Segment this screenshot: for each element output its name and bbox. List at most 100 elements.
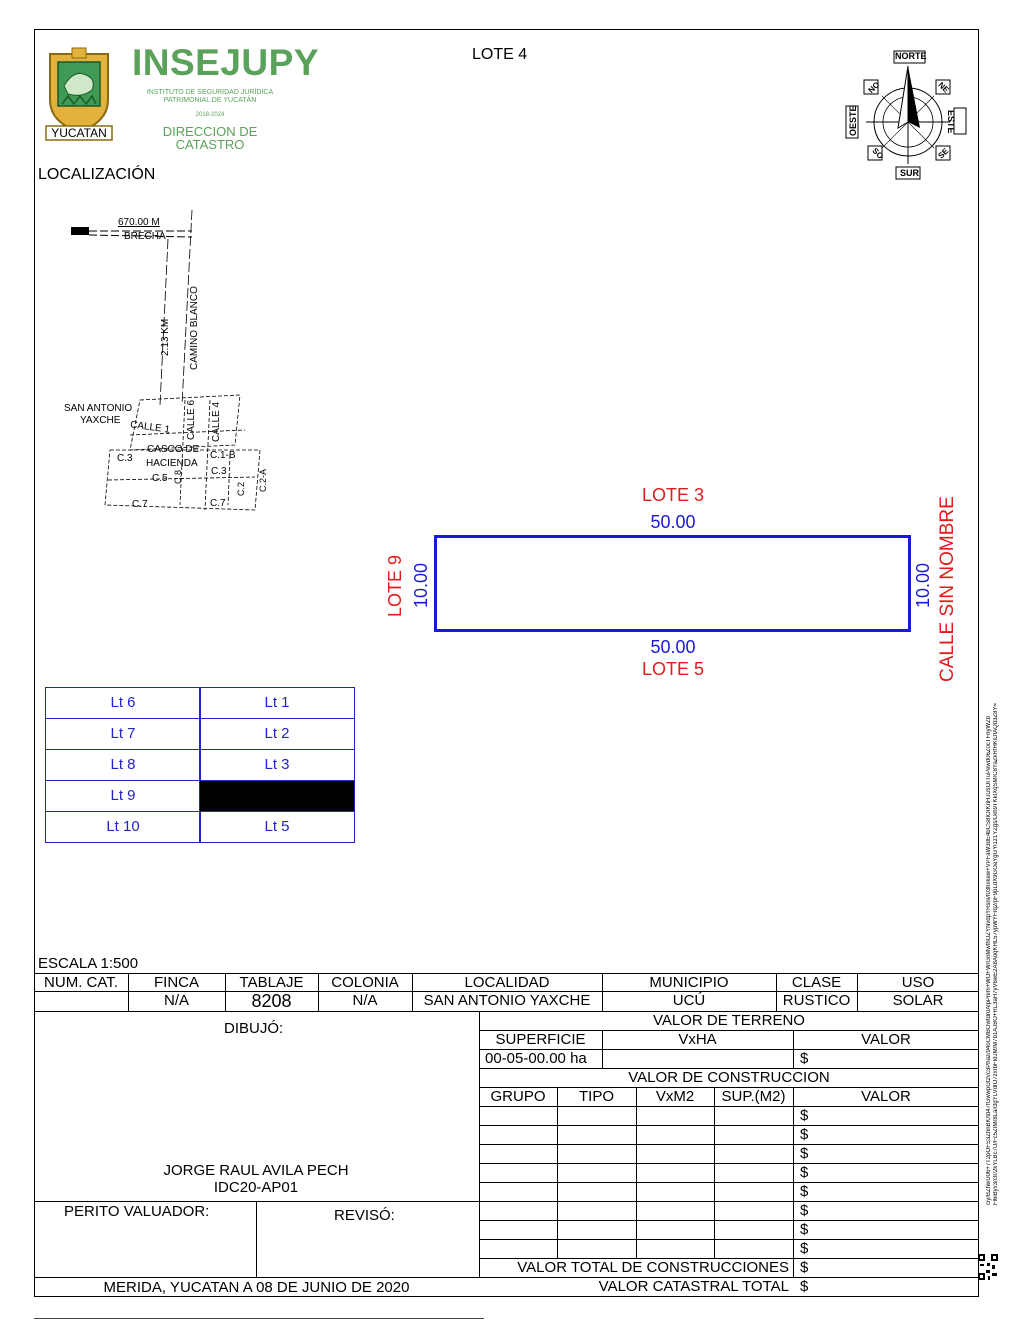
grid-cell-lt7: Lt 7 [45, 718, 201, 750]
reviso-label: REVISÓ: [334, 1207, 395, 1224]
construccion-header-grupo: GRUPO [490, 1088, 546, 1105]
info-value-uso: SOLAR [892, 992, 944, 1009]
info-header-localidad: LOCALIDAD [464, 974, 550, 991]
terreno-valor-value: $ [800, 1050, 809, 1067]
info-col-divider [128, 973, 129, 1011]
lot-west-label: LOTE 9 [385, 554, 405, 617]
grid-cell-current-lot [199, 780, 355, 812]
total-construcciones-label: VALOR TOTAL DE CONSTRUCCIONES [517, 1259, 789, 1276]
terreno-header-superficie: SUPERFICIE [495, 1031, 586, 1048]
document-frame [34, 29, 979, 1297]
total-construcciones-value: $ [800, 1259, 809, 1276]
map-c8: C.8 [173, 469, 183, 484]
info-value-municipio: UCÚ [672, 992, 706, 1009]
compass-este: ESTE [946, 110, 956, 134]
info-col-divider [857, 973, 858, 1011]
map-c7b: C.7 [210, 498, 226, 509]
dept-line-1: DIRECCION DE [162, 124, 258, 139]
info-header-tablaje: TABLAJE [239, 974, 304, 991]
map-c5: C.5 [152, 473, 168, 484]
dept-line-2: CATASTRO [175, 137, 245, 152]
terreno-col-divider [793, 1030, 794, 1068]
info-col-divider [776, 973, 777, 1011]
map-c3b: C.3 [211, 466, 227, 477]
grid-cell-lt2: Lt 2 [199, 718, 355, 750]
compass-sur: SUR [900, 168, 920, 178]
lot-top-length: 50.00 [650, 512, 696, 532]
map-c2a: C.2-A [258, 468, 268, 492]
map-casco-2: HACIENDA [146, 458, 198, 469]
escala-label: ESCALA 1:500 [38, 955, 139, 972]
construccion-row-border [479, 1239, 979, 1240]
perito-divider [256, 1201, 257, 1277]
qr-code-icon [978, 1254, 998, 1280]
info-col-divider [318, 973, 319, 1011]
compass-rose-icon [842, 50, 972, 182]
terreno-row-border [479, 1049, 979, 1050]
info-table-mid-border [34, 991, 979, 992]
valor-catastral-value: $ [800, 1278, 809, 1295]
yucatan-seal-icon [44, 46, 114, 142]
brand-name: INSEJUPY [132, 42, 320, 83]
map-dist-2: 2.13 KM [160, 318, 171, 356]
map-calle-6: CALLE 6 [186, 399, 197, 440]
info-header-colonia: COLONIA [331, 974, 399, 991]
construccion-valor-cell: $ [800, 1145, 809, 1162]
construccion-col-divider [714, 1087, 715, 1258]
map-dist-1: 670.00 M [118, 217, 160, 228]
construccion-col-divider [636, 1087, 637, 1258]
grid-cell-lt3: Lt 3 [199, 749, 355, 781]
terreno-header-vxha: VxHA [678, 1031, 717, 1048]
terreno-row-border [479, 1030, 979, 1031]
map-calle-4: CALLE 4 [211, 401, 222, 442]
lot-north-label: LOTE 3 [641, 485, 705, 505]
construccion-valor-cell: $ [800, 1183, 809, 1200]
terreno-row-border [479, 1068, 979, 1069]
info-value-colonia: N/A [352, 992, 378, 1009]
dibujo-label: DIBUJÓ: [224, 1020, 284, 1037]
seal-label: YUCATAN [51, 126, 107, 140]
construccion-header-vxm2: VxM2 [655, 1088, 695, 1105]
lote-title: LOTE 4 [472, 46, 528, 63]
construccion-row-border [479, 1201, 979, 1202]
brand-subtitle-2: PATRIMONIAL DE YUCATÁN [163, 97, 257, 104]
location-map [60, 205, 270, 525]
brand-subtitle-1: INSTITUTO DE SEGURIDAD JURÍDICA [146, 89, 274, 96]
info-header-num-cat: NUM. CAT. [44, 974, 118, 991]
construccion-header-valor: VALOR [861, 1088, 911, 1105]
map-camino: CAMINO BLANCO [189, 286, 200, 370]
info-table-top-border [34, 973, 979, 974]
perito-label: PERITO VALUADOR: [64, 1203, 210, 1220]
construccion-col-divider [557, 1087, 558, 1258]
lot-left-length: 10.00 [411, 562, 431, 608]
construccion-header-tipo: TIPO [578, 1088, 614, 1105]
terreno-header-valor: VALOR [861, 1031, 911, 1048]
valor-construccion-title: VALOR DE CONSTRUCCION [628, 1069, 830, 1086]
footer-top-border [34, 1277, 979, 1278]
map-town-2: YAXCHE [80, 415, 121, 426]
map-c3a: C.3 [117, 453, 133, 464]
construccion-row-border [479, 1106, 979, 1107]
terreno-col-divider [602, 1030, 603, 1068]
brand-years: 2018-2024 [195, 112, 225, 118]
info-value-tablaje: 8208 [251, 992, 292, 1010]
info-table-bottom-border [34, 1011, 979, 1012]
map-casco-1: CASCO DE [147, 444, 200, 455]
construccion-row-border [479, 1125, 979, 1126]
construccion-header-sup: SUP.(M2) [721, 1088, 786, 1105]
lot-east-label: CALLE SIN NOMBRE [937, 496, 958, 682]
construccion-row-border [479, 1087, 979, 1088]
grid-cell-lt6: Lt 6 [45, 687, 201, 719]
construccion-row-border [479, 1258, 979, 1259]
lot-right-length: 10.00 [913, 562, 933, 608]
valor-terreno-title: VALOR DE TERRENO [653, 1012, 805, 1029]
construccion-col-divider [793, 1087, 794, 1277]
grid-cell-lt9: Lt 9 [45, 780, 201, 812]
map-town-1: SAN ANTONIO [64, 403, 133, 414]
compass-norte: NORTE [895, 51, 927, 61]
grid-cell-lt8: Lt 8 [45, 749, 201, 781]
construccion-row-border [479, 1163, 979, 1164]
map-c2: C.2 [236, 481, 246, 496]
lot-polygon [434, 535, 911, 632]
construccion-valor-cell: $ [800, 1107, 809, 1124]
